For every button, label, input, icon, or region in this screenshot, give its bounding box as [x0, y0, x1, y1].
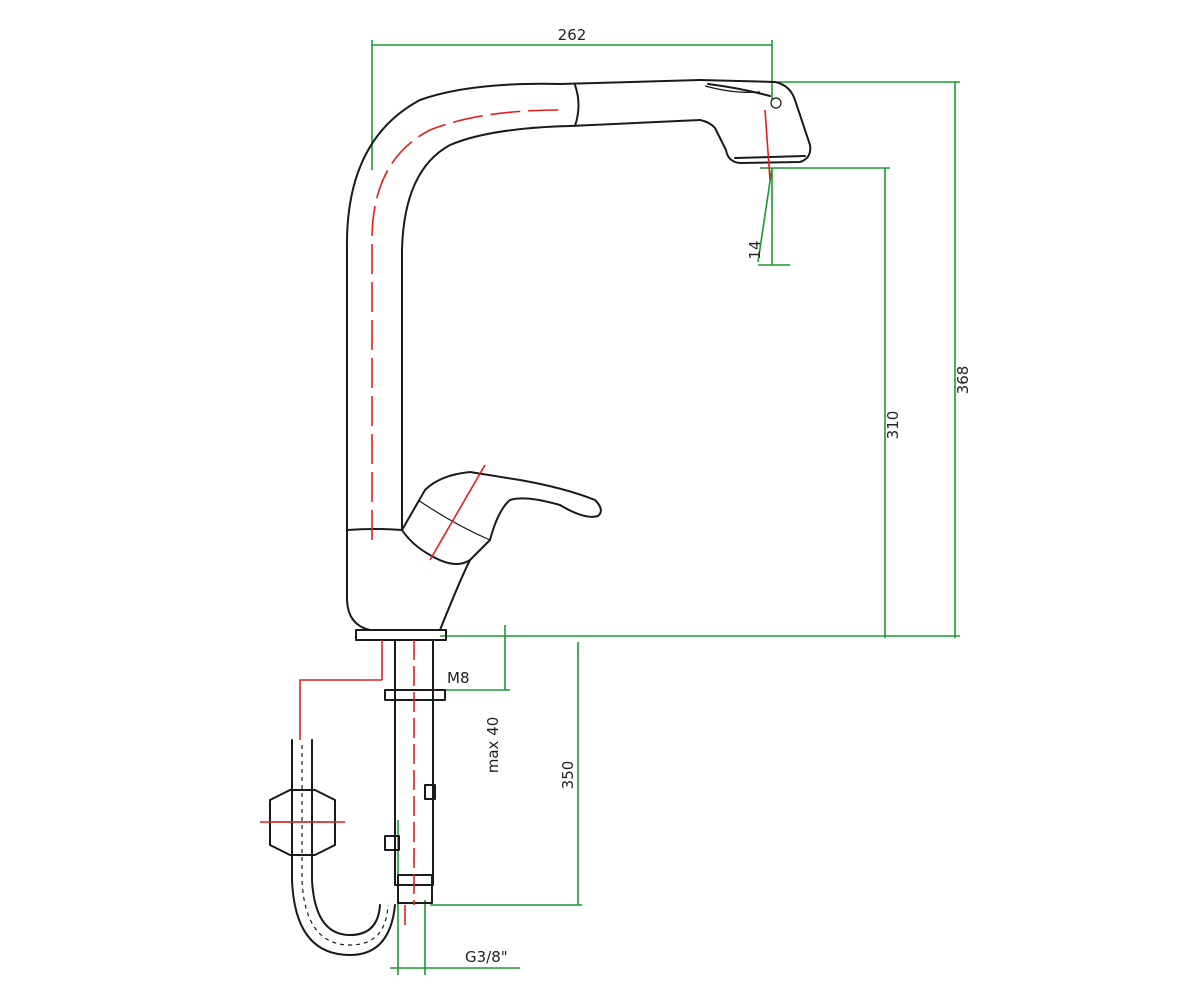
center-lines — [260, 109, 771, 925]
hose-route-line — [299, 679, 382, 740]
label-max40: max 40 — [484, 717, 502, 774]
spout-joint — [574, 84, 580, 127]
label-14: 14 — [746, 240, 764, 259]
spout-inner — [401, 119, 701, 531]
body — [346, 529, 471, 631]
label-262: 262 — [558, 26, 587, 44]
angle-slant-line — [757, 167, 773, 263]
hose-counterweight — [269, 789, 336, 856]
lever-handle-edge — [417, 499, 491, 541]
label-g38: G3/8" — [465, 948, 508, 966]
base-plate — [355, 629, 447, 641]
spray-head-nozzle-mark — [770, 97, 782, 109]
faucet-outline — [269, 79, 812, 956]
lever-handle — [401, 471, 602, 565]
mounting-nut — [384, 689, 446, 701]
hose-outer — [291, 739, 396, 956]
label-368: 368 — [954, 366, 972, 395]
body-top-line — [346, 528, 403, 531]
label-310: 310 — [884, 411, 902, 440]
dimension-labels: 262 368 310 14 M8 max 40 350 G3/8" — [447, 26, 972, 966]
handle-centerline — [429, 464, 486, 561]
spray-head — [699, 79, 812, 164]
label-350: 350 — [559, 761, 577, 790]
head-centerline — [764, 109, 771, 181]
hose-braid — [301, 745, 389, 946]
spray-head-button — [707, 83, 771, 97]
dimension-lines — [371, 40, 960, 975]
supply-connector — [397, 874, 433, 904]
shank-bolt — [424, 784, 436, 800]
label-m8: M8 — [447, 669, 470, 687]
aerator-face — [734, 155, 806, 159]
spray-head-detail — [704, 85, 761, 93]
spout-centerline — [371, 109, 561, 540]
shank-clip — [384, 835, 400, 851]
spout-outer — [345, 79, 701, 531]
hose-inner — [311, 739, 381, 936]
